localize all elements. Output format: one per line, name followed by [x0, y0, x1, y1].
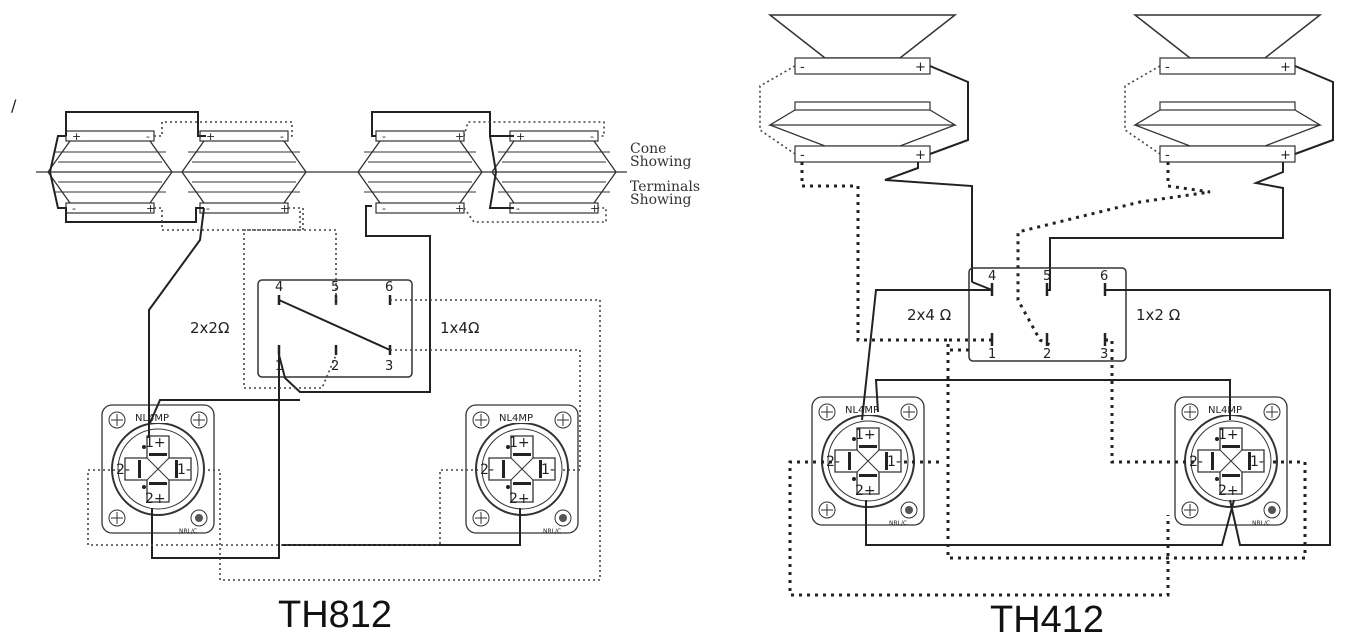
th412-connector-left: [811, 396, 925, 526]
pin-label-1plus: 1+: [509, 435, 530, 451]
terminal-plus: +: [516, 130, 525, 143]
th812-switch-wiring-dotted: [87, 208, 601, 581]
th412-diagram: - + - + - + - +: [759, 14, 1334, 641]
cone-label: Cone: [630, 141, 666, 157]
view-labels: Cone Showing Terminals Showing: [630, 141, 700, 208]
th812-connector-left: [101, 404, 215, 534]
th812-model-label: TH812: [278, 594, 392, 636]
connector-brand-label: NRL/C: [889, 520, 907, 527]
terminal-plus: +: [455, 130, 464, 143]
terminal-minus: -: [280, 130, 284, 143]
driver-mid-right: [1132, 101, 1323, 163]
pin-label-1minus: 1-: [177, 462, 191, 478]
pin-label-2plus: 2+: [145, 491, 166, 507]
terminal-plus: +: [915, 148, 926, 163]
terminal-minus: -: [146, 130, 150, 143]
mode-label-right: 1x4Ω: [440, 319, 479, 337]
switch-pin-label: 5: [1043, 269, 1051, 284]
terminal-minus: -: [800, 60, 805, 75]
stray-mark: /: [11, 96, 17, 115]
terminal-plus: +: [590, 202, 599, 215]
th812-connector-right: [465, 404, 579, 534]
mode-label-left: 2x4 Ω: [907, 306, 951, 324]
switch-pin-label: 4: [275, 280, 283, 295]
switch-pin-label: 2: [1043, 347, 1051, 362]
terminal-minus: -: [382, 202, 386, 215]
pin-label-2plus: 2+: [855, 483, 876, 499]
driver-mid-left: [767, 101, 958, 163]
driver-top-left: [767, 14, 958, 75]
terminal-minus: -: [382, 130, 386, 143]
terminal-minus: -: [72, 202, 76, 215]
pin-label-1minus: 1-: [541, 462, 555, 478]
th812-diagram: /: [11, 96, 700, 636]
terminal-plus: +: [72, 130, 81, 143]
connector-brand-label: NRL/C: [1252, 520, 1270, 527]
terminal-plus: +: [915, 60, 926, 75]
pin-label-1minus: 1-: [887, 454, 901, 470]
pin-label-2plus: 2+: [1218, 483, 1239, 499]
pin-label-2minus: 2-: [116, 462, 130, 478]
switch-pin-label: 4: [988, 269, 996, 284]
switch-pin-label: 6: [385, 280, 393, 295]
cone-label-2: Showing: [630, 154, 692, 170]
pin-label-2plus: 2+: [509, 491, 530, 507]
terminal-plus: +: [206, 130, 215, 143]
connector-brand-label: NRL/C: [179, 528, 197, 535]
switch-pin-label: 5: [331, 280, 339, 295]
mode-label-right: 1x2 Ω: [1136, 306, 1180, 324]
switch-pin-label: 6: [1100, 269, 1108, 284]
pin-label-2minus: 2-: [1189, 454, 1203, 470]
terminal-plus: +: [1280, 60, 1291, 75]
th812-switch-wiring: [148, 205, 521, 559]
connector-brand-label: NRL/C: [543, 528, 561, 535]
terminal-minus: -: [1165, 60, 1170, 75]
pin-label-1minus: 1-: [1250, 454, 1264, 470]
terminal-minus: -: [800, 148, 805, 163]
switch-pin-label: 3: [385, 359, 393, 374]
terminal-minus: -: [590, 130, 594, 143]
connector-model-label: NL4MP: [499, 413, 533, 424]
th812-driver-wiring: [48, 111, 514, 223]
terminals-label: Terminals: [630, 179, 700, 195]
switch-pin-label: 3: [1100, 347, 1108, 362]
th812-drivers: [47, 130, 617, 214]
th412-model-label: TH412: [990, 599, 1104, 641]
pin-label-2minus: 2-: [826, 454, 840, 470]
pin-label-1plus: 1+: [1218, 427, 1239, 443]
th412-driver-wiring-dotted: [759, 65, 1211, 352]
terminal-minus: -: [206, 202, 210, 215]
terminal-plus: +: [455, 202, 464, 215]
th812-switch: 4 5 6 1 2 3: [257, 279, 413, 378]
th412-switch-wiring-dotted: [788, 338, 1307, 597]
th412-switch-wiring: [861, 275, 1331, 546]
th412-terminal-marks: - + - + - + - +: [800, 60, 1291, 163]
terminal-minus: -: [516, 202, 520, 215]
pin-label-2minus: 2-: [480, 462, 494, 478]
terminal-plus: +: [280, 202, 289, 215]
switch-pin-label: 1: [988, 347, 996, 362]
terminal-plus: +: [1280, 148, 1291, 163]
th812-terminal-marks: + - + - - + + - - + - + - + - +: [72, 130, 599, 215]
driver-top-right: [1132, 14, 1323, 75]
terminal-minus: -: [1165, 148, 1170, 163]
switch-pin-label: 2: [331, 359, 339, 374]
terminal-plus: +: [146, 202, 155, 215]
terminals-label-2: Showing: [630, 192, 692, 208]
switch-bridge: [278, 299, 391, 351]
th412-driver-wiring: [884, 65, 1334, 282]
connector-model-label: NL4MP: [1208, 405, 1242, 416]
driver-1: [47, 130, 173, 214]
th412-switch: 4 5 6 1 2 3: [968, 267, 1127, 362]
mode-label-left: 2x2Ω: [190, 319, 229, 337]
th812-driver-wiring-dotted: [154, 121, 607, 231]
pin-label-1plus: 1+: [855, 427, 876, 443]
pin-label-1plus: 1+: [145, 435, 166, 451]
th412-drivers: [767, 14, 1323, 163]
